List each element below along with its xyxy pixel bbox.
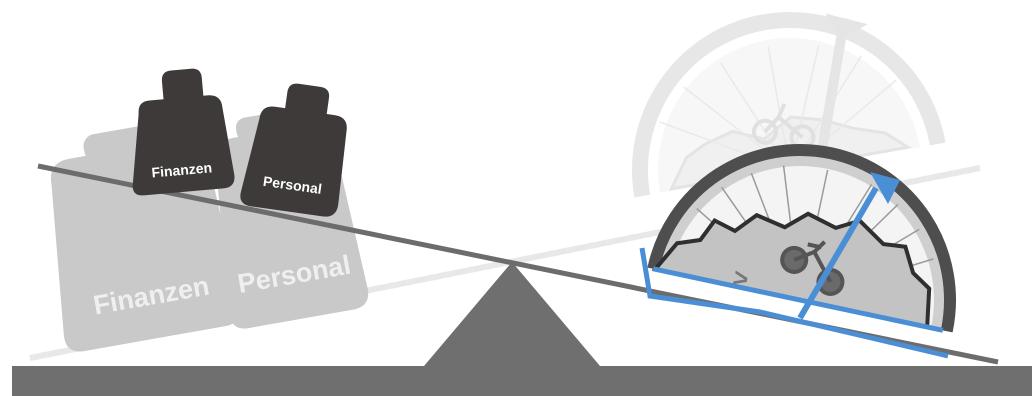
ground [12, 366, 1032, 396]
weight-finanzen: Finanzen [123, 66, 236, 196]
weight-personal: Personal [239, 78, 354, 218]
